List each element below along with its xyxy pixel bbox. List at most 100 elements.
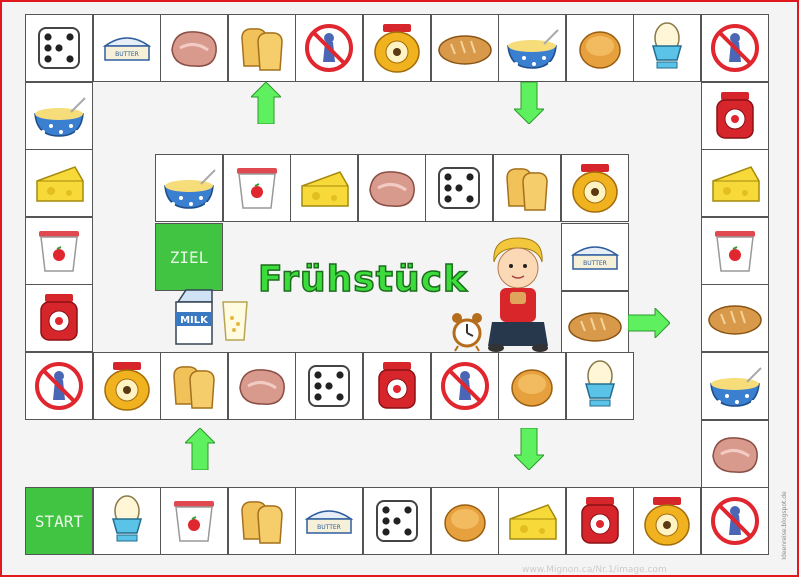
- egg-icon: [585, 360, 615, 407]
- board-cell-butter: BUTTER: [295, 487, 363, 555]
- board-cell-roll: [566, 14, 634, 82]
- board-cell-no-sign: [295, 14, 363, 82]
- board-cell-cheese: [701, 149, 769, 217]
- board-cell-bread: [561, 291, 629, 359]
- start-label: START: [34, 511, 84, 531]
- arrow-down-icon: [514, 428, 544, 470]
- board-cell-honey-jar: [633, 487, 701, 555]
- board-cell-butter: BUTTER: [93, 14, 161, 82]
- board-cell-cereal-bowl: [701, 352, 769, 420]
- arrow-down-icon: [514, 82, 544, 124]
- bread-icon: [438, 35, 492, 65]
- ham-icon: [171, 31, 217, 67]
- jam-jar-icon: [581, 497, 619, 544]
- watermark-text: www.Mignon.ca/Nr.1/image.com: [522, 565, 667, 575]
- dice-icon: [308, 365, 350, 407]
- toast-icon: [241, 28, 283, 71]
- bread-icon: [568, 312, 622, 342]
- svg-text:BUTTER: BUTTER: [317, 524, 341, 531]
- board-cell-cereal-bowl: [25, 82, 93, 150]
- board-cell-ham: [701, 420, 769, 488]
- bread-icon: [708, 305, 762, 335]
- cheese-icon: [301, 171, 349, 207]
- board-cell-roll: [431, 487, 499, 555]
- board-cell-jam-jar: [701, 82, 769, 150]
- honey-jar-icon: [644, 497, 690, 546]
- board-cell-ham: [228, 352, 296, 420]
- honey-jar-icon: [572, 164, 618, 213]
- board-title: Frühstück: [257, 258, 468, 301]
- no-sign-icon: [711, 24, 759, 72]
- board-cell-honey-jar: [561, 154, 629, 222]
- cheese-icon: [712, 166, 760, 202]
- yogurt-icon: [715, 231, 755, 272]
- finish-label: ZIEL: [169, 247, 209, 267]
- board-cell-yogurt: [223, 154, 291, 222]
- board-cell-no-sign: [25, 352, 93, 420]
- board-cell-yogurt: [701, 217, 769, 285]
- arrow-up-icon: [185, 428, 215, 470]
- arrow-right-icon: [628, 308, 670, 338]
- toast-icon: [506, 168, 548, 211]
- board-cell-honey-jar: [363, 14, 431, 82]
- jam-jar-icon: [40, 294, 78, 341]
- no-sign-icon: [441, 362, 489, 410]
- board-cell-toast: [493, 154, 561, 222]
- svg-text:BUTTER: BUTTER: [583, 260, 607, 267]
- yogurt-icon: [39, 231, 79, 272]
- butter-icon: BUTTER: [102, 37, 152, 61]
- ham-icon: [239, 369, 285, 405]
- yogurt-icon: [237, 168, 277, 209]
- board-cell-honey-jar: [93, 352, 161, 420]
- board-cell-jam-jar: [363, 352, 431, 420]
- cereal-bowl-icon: [34, 97, 86, 137]
- credit-text: Ideenreise.blogspot.de: [781, 491, 789, 560]
- ham-icon: [369, 171, 415, 207]
- board-cell-cereal-bowl: [155, 154, 223, 222]
- board-cell-egg: [566, 352, 634, 420]
- honey-jar-icon: [374, 24, 420, 73]
- milk-carton-icon: MILK: [175, 289, 213, 345]
- board-cell-cheese: [290, 154, 358, 222]
- butter-icon: BUTTER: [570, 246, 620, 270]
- glass-icon: [222, 301, 248, 341]
- alarm-clock-icon: [452, 313, 482, 352]
- yogurt-icon: [174, 501, 214, 542]
- ham-icon: [712, 437, 758, 473]
- board-cell-jam-jar: [566, 487, 634, 555]
- roll-icon: [511, 369, 553, 407]
- board-cell-cheese: [498, 487, 566, 555]
- no-sign-icon: [305, 24, 353, 72]
- start-cell: START: [25, 487, 93, 555]
- board-cell-no-sign: [701, 14, 769, 82]
- milk-label: MILK: [180, 315, 209, 326]
- svg-text:BUTTER: BUTTER: [115, 51, 139, 58]
- cheese-icon: [509, 504, 557, 540]
- honey-jar-icon: [104, 362, 150, 411]
- board-cell-no-sign: [431, 352, 499, 420]
- board-cell-ham: [358, 154, 426, 222]
- toast-icon: [241, 501, 283, 544]
- board-cell-yogurt: [160, 487, 228, 555]
- egg-icon: [112, 495, 142, 542]
- board-cell-jam-jar: [25, 284, 93, 352]
- dice-icon: [376, 500, 418, 542]
- board-cell-egg: [633, 14, 701, 82]
- board-cell-toast: [228, 14, 296, 82]
- board-cell-roll: [498, 352, 566, 420]
- board-cell-cheese: [25, 149, 93, 217]
- arrow-up-icon: [251, 82, 281, 124]
- dice-icon: [438, 167, 480, 209]
- board-cell-bread: [701, 284, 769, 352]
- board-cell-toast: [228, 487, 296, 555]
- jam-jar-icon: [716, 92, 754, 139]
- jam-jar-icon: [378, 362, 416, 409]
- cereal-bowl-icon: [164, 169, 216, 209]
- roll-icon: [579, 31, 621, 69]
- cereal-bowl-icon: [710, 367, 762, 407]
- egg-icon: [652, 22, 682, 69]
- cereal-bowl-icon: [507, 29, 559, 69]
- board-cell-dice: [295, 352, 363, 420]
- boy-eating-icon: [488, 237, 548, 352]
